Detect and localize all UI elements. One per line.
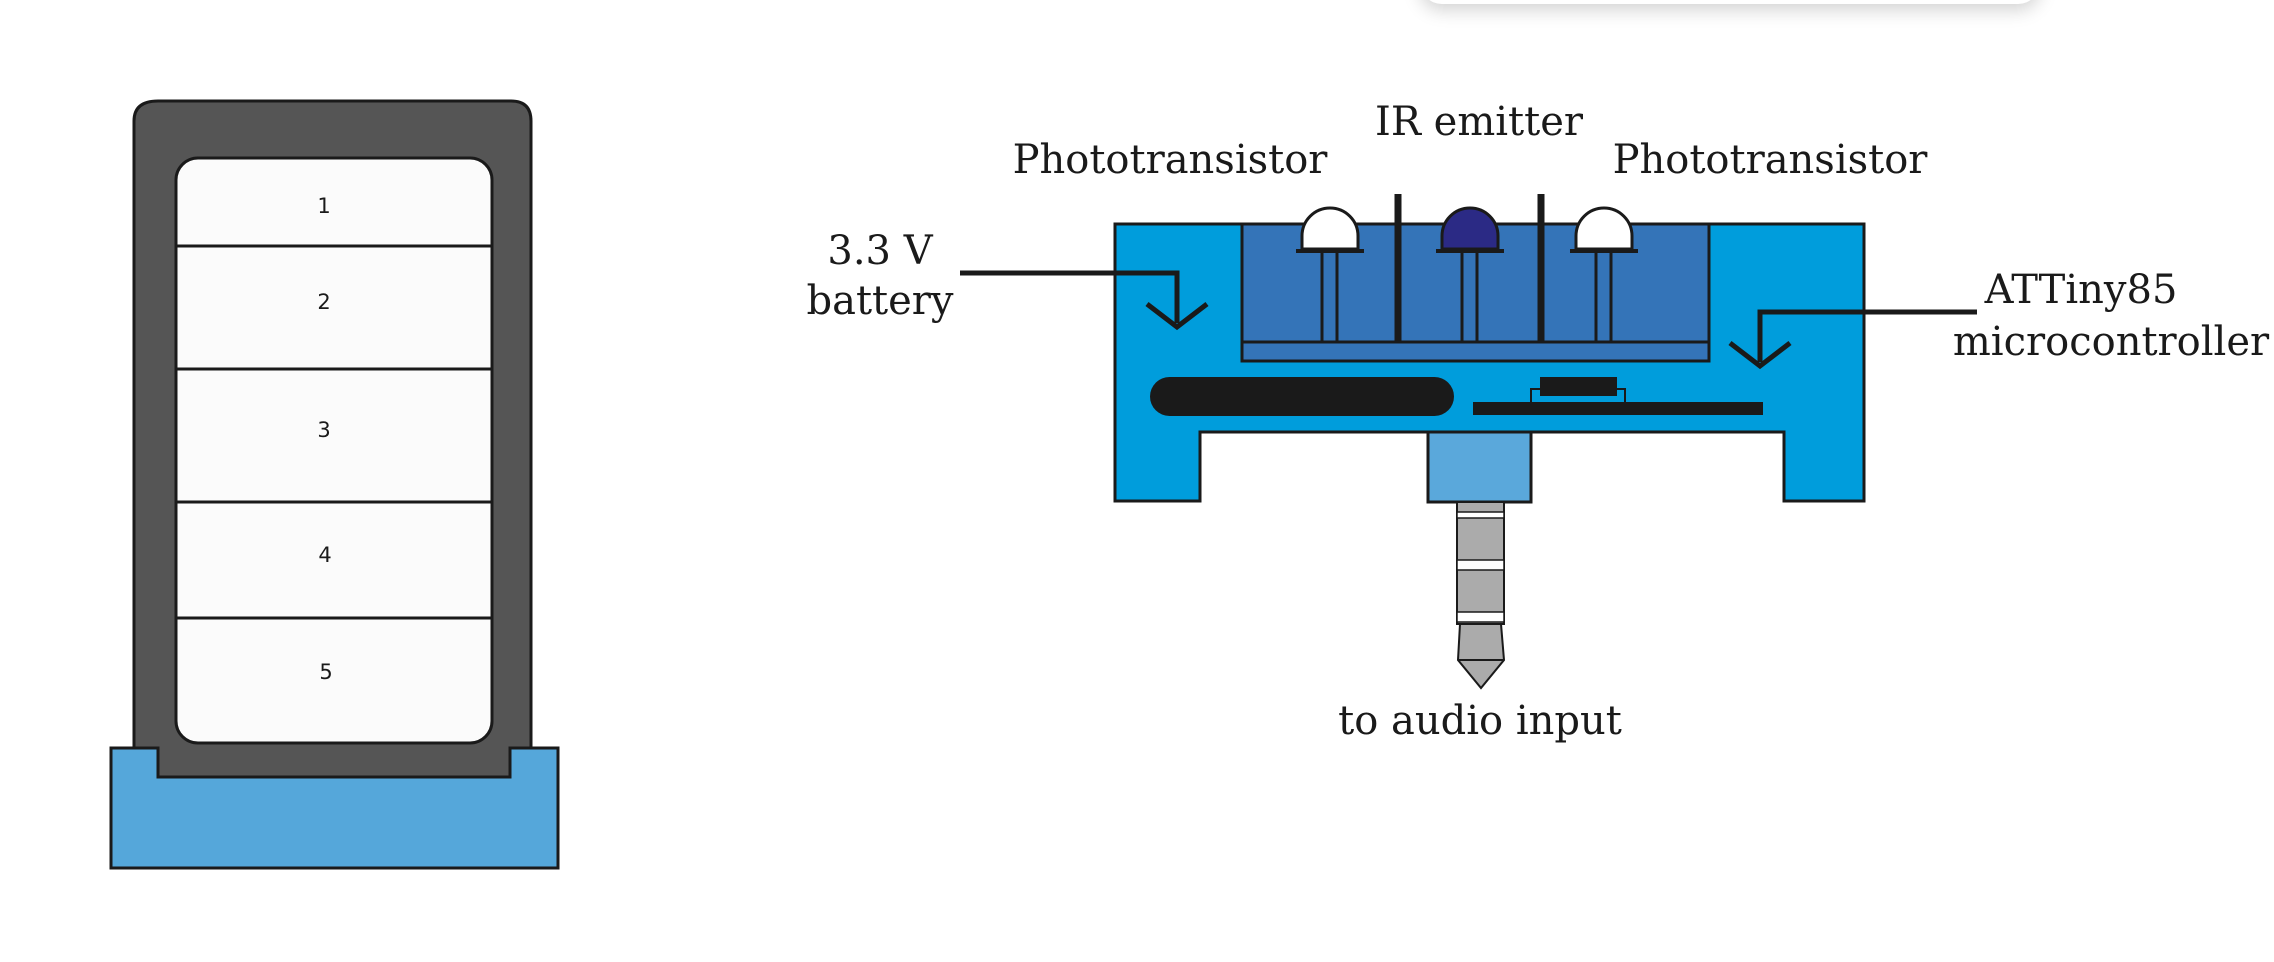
phototransistor-icon (1296, 206, 1364, 342)
top-floating-bar-shadow (1420, 0, 2040, 4)
label-ir-emitter: IR emitter (1375, 99, 1584, 145)
holder-inner-panel (174, 156, 494, 745)
battery-icon (1150, 377, 1454, 416)
label-battery-line1: 3.3 V (827, 228, 933, 274)
slot-number: 5 (319, 660, 332, 684)
label-audio-input: to audio input (1338, 698, 1622, 744)
label-mcu-line1: ATTiny85 (1984, 267, 2178, 313)
cartridge-holder: 1 2 3 4 5 (109, 99, 560, 870)
label-mcu-line2: microcontroller (1953, 319, 2270, 365)
sensor-cross-section: Phototransistor IR emitter Phototransist… (807, 99, 2270, 744)
audio-plug-icon (1456, 501, 1506, 690)
label-battery-line2: battery (807, 278, 954, 324)
plug-housing (1426, 428, 1533, 504)
battery-pointer (960, 270, 1209, 331)
slot-number: 2 (317, 290, 330, 314)
slot-number: 1 (317, 194, 330, 218)
label-phototransistor-right: Phototransistor (1613, 137, 1929, 183)
label-phototransistor-left: Phototransistor (1013, 137, 1329, 183)
slot-number: 4 (318, 543, 331, 567)
microcontroller-pointer (1728, 309, 1977, 370)
ir-emitter-icon (1436, 206, 1504, 342)
phototransistor-icon (1570, 206, 1638, 342)
attiny-chip (1540, 377, 1617, 396)
circuit-board (1473, 402, 1763, 415)
microcontroller-icon (1473, 377, 1763, 415)
slot-number: 3 (317, 418, 330, 442)
